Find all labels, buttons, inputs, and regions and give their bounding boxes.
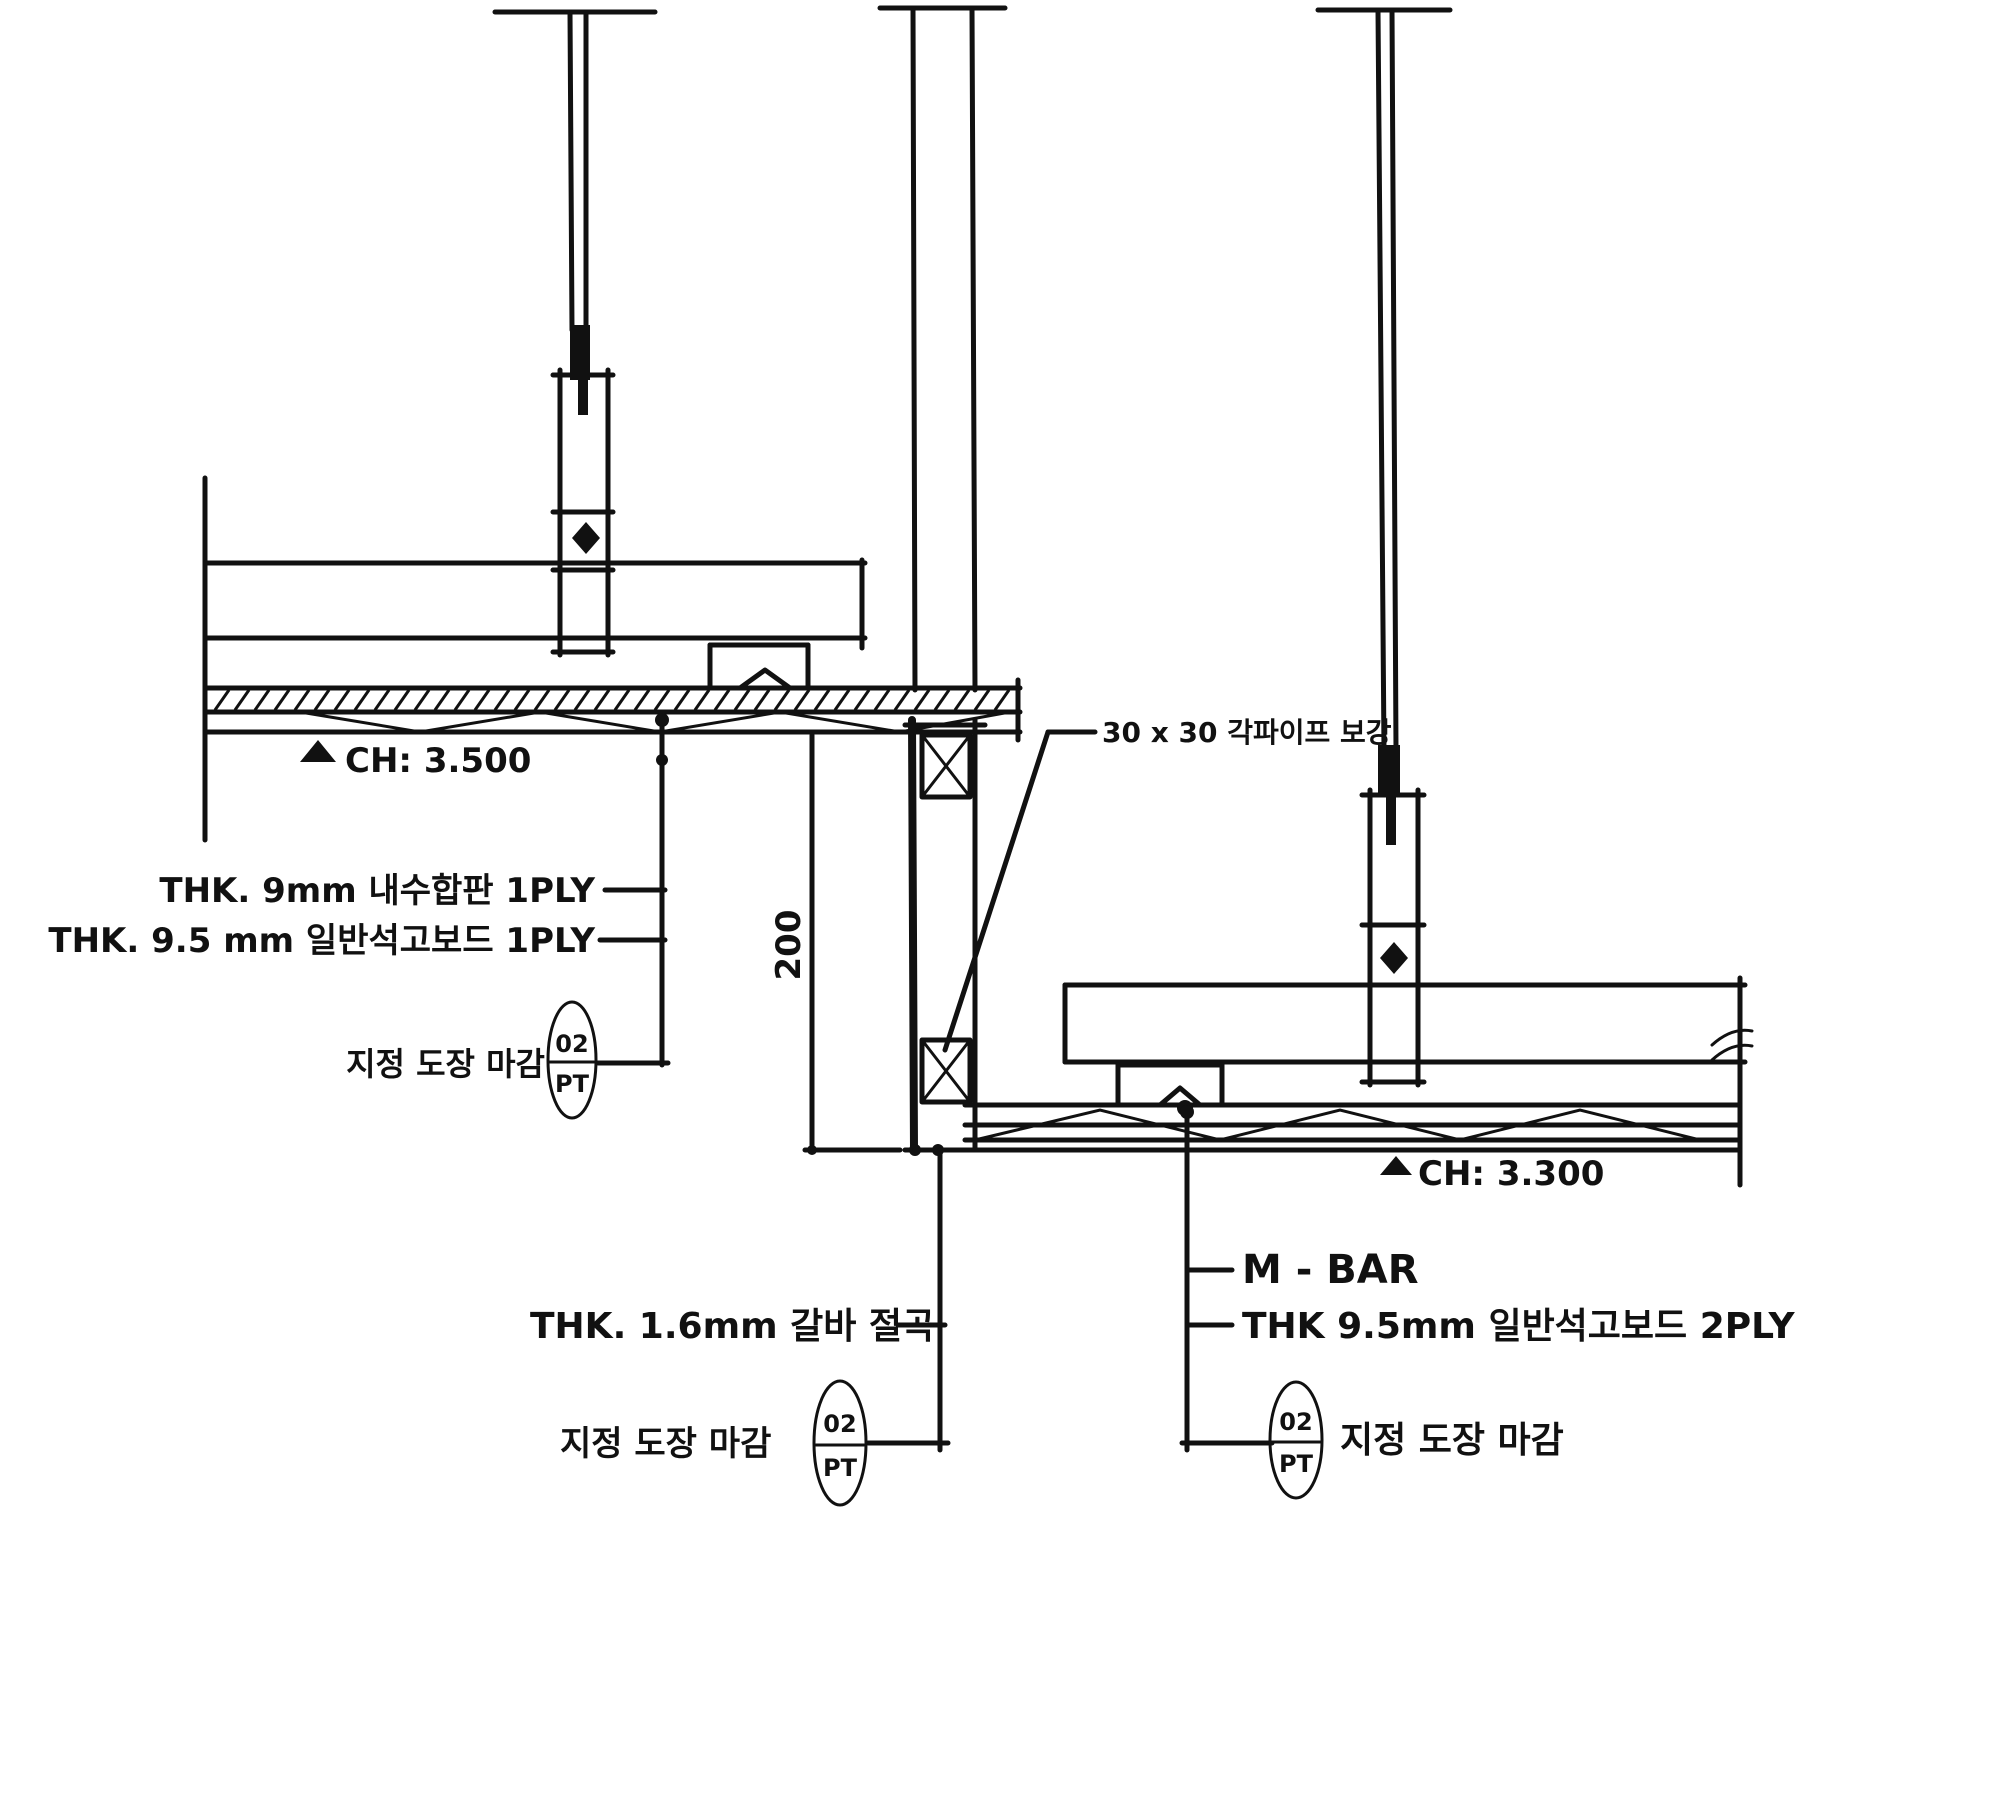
left-hanger-rod [492, 9, 658, 415]
hatch-mark [953, 689, 971, 711]
ch-upper-marker: CH: 3.500 [300, 740, 531, 781]
hatch-mark [653, 689, 671, 711]
lower-ceiling-board-layers [912, 1100, 1743, 1153]
right-gypsum-label: THK 9.5mm 일반석고보드 2PLY [1242, 1306, 1795, 1347]
hatch-mark [853, 689, 871, 711]
mid-tag-top: 02 [823, 1410, 856, 1438]
right-mbar-label: M - BAR [1242, 1247, 1419, 1293]
right-tag-top: 02 [1279, 1408, 1312, 1436]
hatch-mark [893, 689, 911, 711]
ch-lower-marker: CH: 3.300 [1380, 1154, 1604, 1194]
hatch-mark [753, 689, 771, 711]
hatch-mark [233, 689, 251, 711]
hatch-mark [533, 689, 551, 711]
mid-galva-label: THK. 1.6mm 갈바 절곡 [530, 1306, 935, 1347]
left-hanger-channel [550, 367, 616, 658]
left-leader [595, 713, 671, 1068]
left-finish-label: 지정 도장 마감 [346, 1045, 545, 1083]
hatch-mark [733, 689, 751, 711]
mid-finish-label: 지정 도장 마감 [560, 1424, 771, 1464]
lower-ceiling-frame [1062, 975, 1754, 1188]
hatch-mark [793, 689, 811, 711]
right-finish-tag: 02 PT [1268, 1380, 1324, 1500]
hatch-mark [333, 689, 351, 711]
hatch-mark [873, 689, 891, 711]
hatch-mark [613, 689, 631, 711]
right-finish-label: 지정 도장 마감 [1340, 1420, 1564, 1461]
hatch-mark [513, 689, 531, 711]
hatch-mark [833, 689, 851, 711]
hatch-mark [913, 689, 931, 711]
upper-ceiling-frame [202, 475, 868, 843]
hatch-mark [313, 689, 331, 711]
ch-lower-label: CH: 3.300 [1418, 1154, 1604, 1194]
right-leader [1179, 1105, 1275, 1453]
hatch-mark [253, 689, 271, 711]
hatch-mark [453, 689, 471, 711]
hatch-mark [493, 689, 511, 711]
hatch-mark [373, 689, 391, 711]
hatch-mark [433, 689, 451, 711]
left-tag-top: 02 [555, 1030, 588, 1058]
hatch-mark [473, 689, 491, 711]
left-finish-tag: 02 PT [546, 1000, 598, 1120]
hatch-mark [393, 689, 411, 711]
hatch-mark [213, 689, 231, 711]
ch-upper-label: CH: 3.500 [345, 741, 531, 781]
hatch-mark [573, 689, 591, 711]
center-hanger [877, 5, 1008, 693]
hatch-mark [713, 689, 731, 711]
hatch-mark [293, 689, 311, 711]
hatch-mark [773, 689, 791, 711]
left-plywood-label: THK. 9mm 내수합판 1PLY [159, 871, 595, 911]
square-pipe-label: 30 x 30 각파이프 보강 [1102, 716, 1392, 749]
square-pipe-upper [919, 732, 973, 800]
mid-finish-tag: 02 PT [812, 1379, 868, 1507]
hatch-mark [593, 689, 611, 711]
left-gypsum-label: THK. 9.5 mm 일반석고보드 1PLY [48, 921, 595, 961]
upper-ceiling-board-layers [202, 677, 1023, 743]
hatch-mark [933, 689, 951, 711]
mid-tag-bottom: PT [823, 1454, 858, 1482]
hatch-mark [273, 689, 291, 711]
bulkhead-wall [902, 716, 988, 1156]
right-hanger-rod [1315, 7, 1453, 845]
left-tag-bottom: PT [555, 1070, 590, 1098]
hatch-mark [673, 689, 691, 711]
hatch-mark [633, 689, 651, 711]
hatch-mark [553, 689, 571, 711]
hatch-mark [413, 689, 431, 711]
dimension-line [802, 732, 903, 1155]
hatch-mark [353, 689, 371, 711]
square-pipe-leader [942, 729, 1098, 1053]
right-tag-bottom: PT [1279, 1450, 1314, 1478]
hatch-mark [693, 689, 711, 711]
hatch-mark [993, 689, 1011, 711]
hatch-mark [813, 689, 831, 711]
mid-leader [865, 1147, 951, 1453]
dimension-label: 200 [769, 910, 809, 981]
hatch-mark [973, 689, 991, 711]
